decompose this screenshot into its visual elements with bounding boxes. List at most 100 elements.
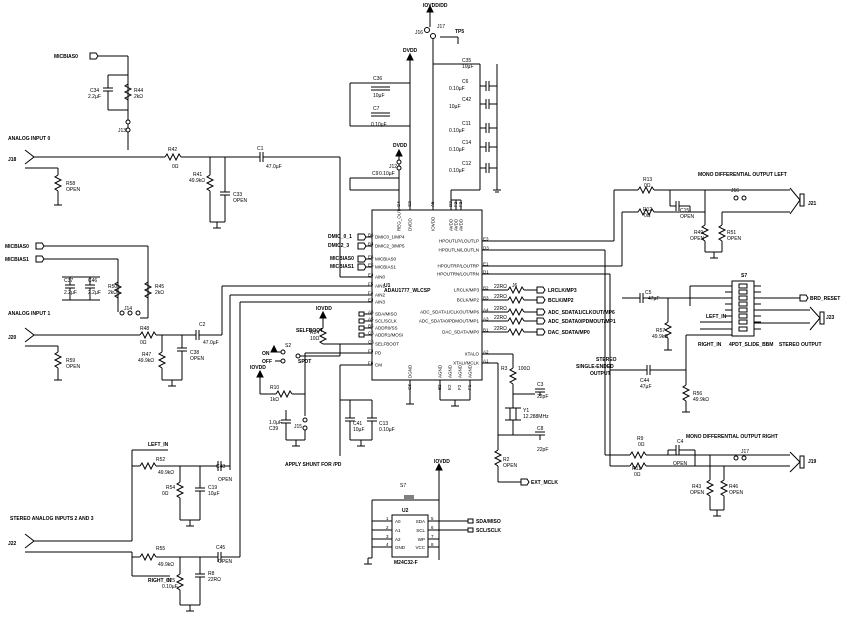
- bus-resistor-value: 22RΩ: [494, 315, 507, 321]
- u1-pin-label: HPOUTRP/LOUTRP: [437, 264, 479, 269]
- u2-pin-number: 6: [431, 525, 434, 530]
- u1-pin-label: AIN0: [375, 275, 386, 280]
- jumper-pin-icon: [396, 165, 402, 171]
- r57-ref: R57: [656, 328, 665, 334]
- j12-ref: J12: [389, 164, 397, 170]
- c38-ref: C38: [190, 350, 199, 356]
- analog-input-0: MICBIAS0 C34 2.2µF R44 2kΩ J13 ANALOG IN…: [8, 52, 372, 278]
- r42-ref: R42: [168, 147, 177, 153]
- u2-pin-number: 1: [386, 516, 389, 521]
- c3-ref: C3: [537, 382, 544, 388]
- c19-ref: C45: [216, 545, 225, 551]
- u1-pin-number: B1: [483, 328, 489, 333]
- j17-ref: J17: [741, 449, 749, 455]
- c45-val: 22RΩ: [208, 577, 221, 583]
- dmic23-label: DMIC2_3: [328, 243, 349, 249]
- u1-ref: U1: [384, 283, 391, 289]
- j18-label: J18: [8, 157, 17, 163]
- r42-val: 0Ω: [172, 164, 179, 170]
- supply-arrow-icon: [406, 52, 414, 61]
- u2-pin-label: A2: [395, 537, 401, 542]
- cap-ref: C14: [462, 140, 471, 146]
- u1-pin-number: D1: [483, 270, 489, 275]
- u1-pin-number: B4: [368, 242, 374, 247]
- u1-pin-label: LRCLK/MP3: [454, 288, 480, 293]
- c36-ref: C36: [373, 76, 382, 82]
- c4-ref: C4: [677, 439, 684, 445]
- bus-net-label: LRCLK/MP3: [548, 288, 577, 294]
- r51-ref: R51: [727, 230, 736, 236]
- c34-ref: C34: [90, 88, 99, 94]
- bus-resistor-value: 22RΩ: [494, 306, 507, 312]
- u2-pin-number: 2: [386, 525, 389, 530]
- u1-pin-number: E6: [368, 255, 374, 260]
- u1-pin-number: E2: [447, 384, 452, 390]
- micbias0b-label: MICBIAS0: [5, 244, 29, 250]
- r55-ref: C25: [166, 578, 175, 584]
- c3-val: 22pF: [537, 394, 548, 400]
- sclsclk-label: SCL/SCLK: [476, 528, 501, 534]
- u2-pin-label: VCC: [415, 545, 425, 550]
- u1-part: ADAU1777_WLCSP: [384, 288, 431, 294]
- micbias0-label: MICBIAS0: [54, 54, 78, 60]
- u1-pin-label: DVDD: [408, 217, 413, 231]
- r44-ref: R44: [134, 88, 143, 94]
- c25-ref: S7: [400, 483, 406, 489]
- j21-label: J21: [808, 201, 817, 207]
- power-top: IOVDD/DD J16 J17 TP5 C35 10µF C60.10µFC4…: [349, 3, 501, 210]
- r9-val: 0Ω: [638, 442, 645, 448]
- u1-pin-number: F6: [368, 361, 374, 366]
- u1-pin-label: XTALI/MCLK: [453, 361, 479, 366]
- u1-pin-label: AIN1: [375, 284, 386, 289]
- mono-left-title: MONO DIFFERENTIAL OUTPUT LEFT: [698, 172, 787, 178]
- u1-pin-number: A6: [368, 310, 374, 315]
- u1-pin-label: MICBIAS0: [375, 257, 397, 262]
- u1-pin-number: F2: [458, 201, 463, 207]
- u1-pin-label: SDA/MISO: [375, 312, 398, 317]
- slide-label: 4PDT_SLIDE_BBM: [729, 342, 773, 348]
- c1-val: 47.0µF: [266, 164, 282, 170]
- c5-ref: C5: [645, 290, 652, 296]
- c43-val: 10µF: [208, 491, 220, 497]
- c13-ref: C13: [379, 421, 388, 427]
- u2-pin-label: A0: [395, 519, 401, 524]
- u1-left-pins: DMIC0_1/MP4B6DMIC2_3/MP5B4MICBIAS0E6MICB…: [368, 233, 405, 368]
- c44-val: 47µF: [640, 384, 652, 390]
- net-flag-icon: [89, 52, 99, 60]
- r9-ref: R9: [637, 436, 644, 442]
- c13-val: 0.10µF: [379, 427, 395, 433]
- r13-ref: R13: [643, 177, 652, 183]
- r49-ref: R49: [694, 230, 703, 236]
- r41-ref: R41: [193, 172, 202, 178]
- stereo23-title: STEREO ANALOG INPUTS 2 AND 3: [10, 516, 94, 522]
- digital-bus: 22RΩLRCLK/MP322RΩBCLK/MP222RΩADC_SDATA1/…: [482, 283, 617, 486]
- c46-val: 2.2µF: [88, 290, 101, 296]
- cap-value: 0.10µF: [449, 128, 465, 134]
- r43-val: OPEN: [690, 490, 705, 496]
- r53-ref: R52: [156, 457, 165, 463]
- r2-ref: R2: [503, 457, 510, 463]
- r56-ref: R56: [693, 391, 702, 397]
- u1-pin-label: CM: [375, 363, 382, 368]
- r52-val: 0Ω: [162, 491, 169, 497]
- u1-pin-label: AGND: [438, 364, 443, 378]
- c41-val: 10µF: [353, 427, 365, 433]
- u1-pin-label: ADDR0/SS: [375, 326, 398, 331]
- u1-pin-label: BCLK/MP2: [457, 298, 480, 303]
- r50-val: 2kΩ: [108, 290, 117, 296]
- r58-ref: R58: [66, 181, 75, 187]
- r45-ref: R45: [155, 284, 164, 290]
- shunt-label: APPLY SHUNT FOR /PD: [285, 462, 342, 468]
- right-in-label: RIGHT_IN: [148, 578, 172, 584]
- c45-ref: R8: [208, 571, 215, 577]
- c8-val: 22pF: [537, 447, 548, 453]
- u1-pin-number: D3: [483, 246, 489, 251]
- r49-val: OPEN: [690, 236, 705, 242]
- u1-pin-label: AIN3: [375, 300, 386, 305]
- u1-pin-label: AVDD: [459, 218, 464, 231]
- c7-ref: C7: [373, 106, 380, 112]
- u1-pin-label: HPOUTRN/LOUTRN: [437, 272, 479, 277]
- c5-val: 47µF: [648, 296, 660, 302]
- c38-val: OPEN: [190, 356, 205, 362]
- cap-ref: C6: [462, 79, 469, 85]
